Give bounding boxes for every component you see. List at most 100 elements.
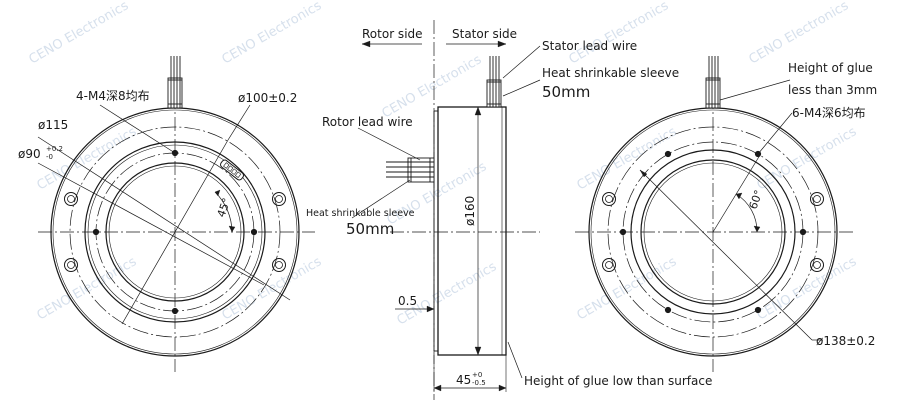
- right-bore-outer: [640, 159, 786, 305]
- right-outer-holes: [602, 192, 824, 272]
- label-width45-tol-lower: -0.5: [472, 379, 486, 387]
- label-width45-tol-upper: +0: [472, 371, 482, 379]
- left-bolt-circle: [69, 126, 281, 338]
- stator-lead-wires: [486, 56, 502, 108]
- right-bore: [643, 162, 783, 302]
- right-bolt-circle: [607, 126, 819, 338]
- watermark: CENO Electronics: [27, 0, 132, 67]
- label-dia90: ø90: [18, 147, 41, 161]
- dimline-dia90: [37, 162, 265, 286]
- stator-hole: [619, 228, 627, 236]
- label-dia90-tol-upper: +0.2: [46, 145, 63, 153]
- label-glue-height-1: Height of glue: [788, 61, 873, 75]
- left-outer-ring-inner: [52, 109, 298, 355]
- label-heat-sleeve-top: Heat shrinkable sleeve: [542, 66, 679, 80]
- label-dia160: ø160: [463, 196, 477, 226]
- angle-ray-60: [712, 154, 761, 233]
- mount-hole-inner: [813, 261, 821, 269]
- mount-hole-inner: [67, 195, 75, 203]
- left-outer-holes: [64, 192, 286, 272]
- label-dia100: ø100±0.2: [238, 91, 297, 105]
- rotor-hole: [171, 307, 179, 315]
- mount-hole: [64, 258, 78, 272]
- label-glue-height-2: less than 3mm: [788, 83, 877, 97]
- rotor-hole: [92, 228, 100, 236]
- label-stator-side: Stator side: [452, 27, 517, 41]
- stator-hole: [664, 150, 672, 158]
- label-dia115: ø115: [38, 118, 68, 132]
- label-dia90-tol-lower: -0: [46, 153, 53, 161]
- leader-glue-height: [719, 79, 791, 101]
- mount-hole-inner: [813, 195, 821, 203]
- mount-hole-inner: [605, 261, 613, 269]
- watermark: CENO Electronics: [575, 124, 680, 193]
- leader-glue: [507, 341, 523, 379]
- dimline-dia138: [639, 169, 813, 341]
- label-heat-sleeve-left-len: 50mm: [346, 220, 394, 238]
- leader-heat-sleeve-top: [502, 79, 541, 97]
- leader-6m4: [757, 112, 793, 155]
- label-angle45: 45°: [215, 196, 234, 219]
- watermarks: CENO Electronics CENO Electronics CENO E…: [27, 0, 860, 328]
- mount-hole: [272, 258, 286, 272]
- label-4m4-holes: 4-M4深8均布: [76, 89, 150, 103]
- label-glue-surface: Height of glue low than surface: [524, 374, 712, 388]
- label-6m4-holes: 6-M4深6均布: [792, 106, 866, 120]
- watermark: CENO Electronics: [747, 0, 852, 67]
- right-view: [575, 56, 855, 372]
- label-width45: 45: [456, 373, 471, 387]
- mount-hole-inner: [275, 261, 283, 269]
- mount-hole-inner: [67, 261, 75, 269]
- stator-hole: [799, 228, 807, 236]
- rotor-lead-wires: [386, 157, 435, 183]
- right-inner-holes: [619, 150, 807, 314]
- leader-heat-sleeve-left: [351, 179, 411, 219]
- left-lead-wires: [167, 56, 183, 109]
- left-view: [37, 56, 315, 372]
- label-heat-sleeve-top-len: 50mm: [542, 83, 590, 101]
- watermark: CENO Electronics: [567, 0, 672, 67]
- watermark: CENO Electronics: [755, 124, 860, 193]
- watermark: CENO Electronics: [220, 0, 325, 67]
- label-angle60: 60°: [747, 188, 766, 211]
- dimline-dia115: [37, 136, 291, 301]
- stator-hole: [664, 306, 672, 314]
- left-housing-ring: [84, 141, 266, 323]
- label-dia138: ø138±0.2: [816, 334, 875, 348]
- mount-hole-inner: [605, 195, 613, 203]
- side-view: [351, 20, 541, 400]
- mount-hole: [810, 258, 824, 272]
- leader-rotor-wire: [357, 127, 421, 161]
- mount-hole: [602, 192, 616, 206]
- dimline-dia100: [121, 139, 229, 325]
- side-body: [437, 106, 507, 356]
- left-bore-outer: [105, 162, 245, 302]
- mount-hole-inner: [275, 195, 283, 203]
- left-bore: [108, 165, 242, 299]
- label-rotor-lead-wire: Rotor lead wire: [322, 115, 413, 129]
- mount-hole: [64, 192, 78, 206]
- right-stator-ring: [630, 149, 796, 315]
- right-lead-wires: [705, 56, 721, 109]
- watermark: CENO Electronics: [575, 254, 680, 323]
- leader-stator-wire: [502, 45, 541, 79]
- label-gap05: 0.5: [398, 294, 417, 308]
- label-stator-lead-wire: Stator lead wire: [542, 39, 637, 53]
- leader-dia100: [227, 104, 251, 141]
- rotor-hole: [250, 228, 258, 236]
- left-housing-ring-inner: [87, 144, 263, 320]
- mount-hole: [602, 258, 616, 272]
- arrow-head: [228, 225, 236, 233]
- mount-hole: [272, 192, 286, 206]
- stator-hole: [754, 306, 762, 314]
- nameplate: [220, 159, 244, 181]
- arrow-head: [214, 189, 221, 197]
- label-rotor-side: Rotor side: [362, 27, 423, 41]
- watermark: CENO Electronics: [380, 52, 485, 121]
- leader-4m4: [99, 104, 176, 154]
- mount-hole: [810, 192, 824, 206]
- right-outer-ring-inner: [590, 109, 836, 355]
- label-heat-sleeve-left: Heat shrinkable sleeve: [306, 208, 415, 219]
